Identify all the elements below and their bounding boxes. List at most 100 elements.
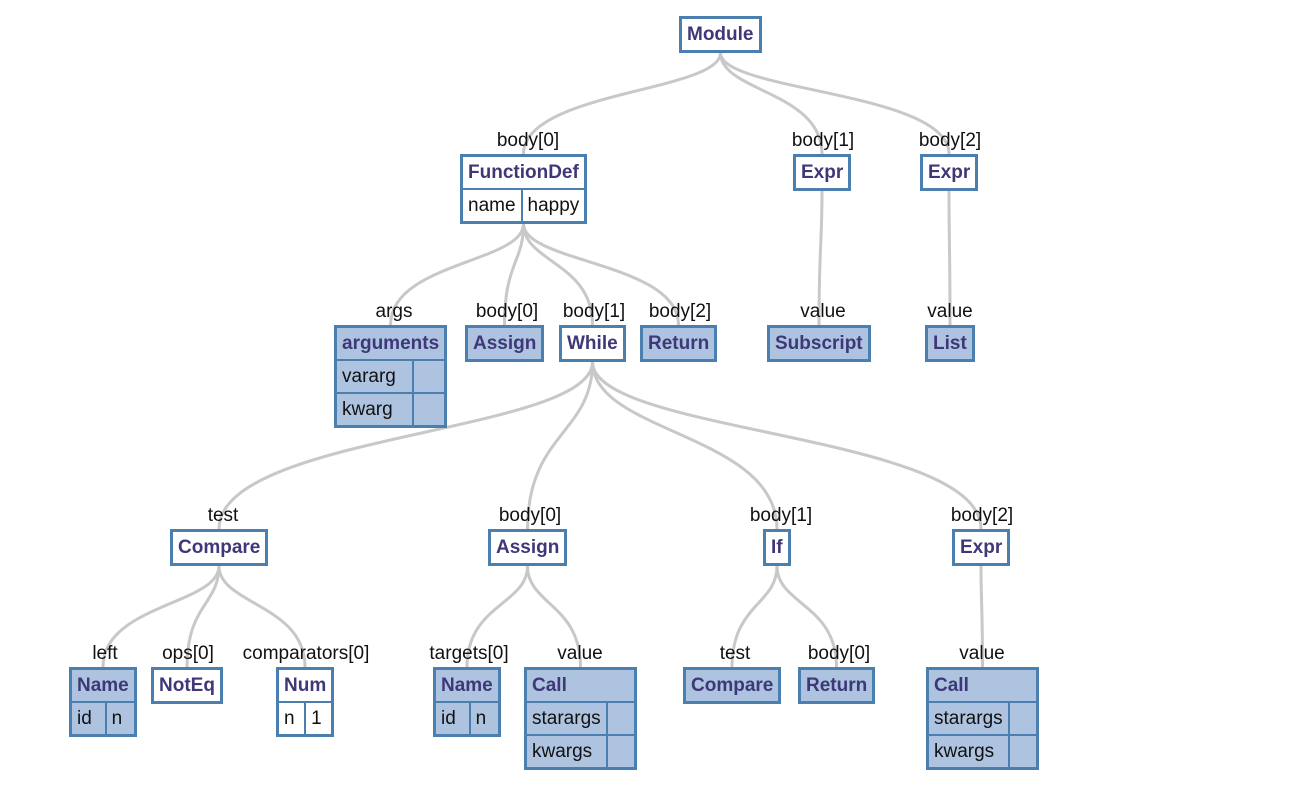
node-type: Module [679, 16, 761, 53]
edge-expr1-subscript [817, 190, 824, 326]
edge-label: test [719, 643, 751, 664]
edge-compare-name1 [101, 565, 221, 668]
field-key: kwarg [334, 392, 414, 428]
node-type: Return [640, 325, 717, 362]
field-key: starargs [524, 701, 608, 736]
node-name: Name id n [433, 667, 501, 737]
node-return: Return [798, 667, 876, 704]
field-value [411, 359, 447, 394]
node-call: Call starargs kwargs [524, 667, 637, 770]
field-value [411, 392, 447, 428]
edge-label: body[1] [791, 130, 855, 151]
node-if: If [763, 529, 791, 566]
field-key: n [276, 701, 307, 737]
edge-label: body[1] [749, 505, 813, 526]
edge-expr3-call2 [979, 565, 984, 668]
field-key: kwargs [524, 734, 608, 770]
node-arguments: arguments vararg kwarg [334, 325, 448, 428]
node-module: Module [679, 16, 762, 53]
edge-label: value [927, 301, 973, 322]
node-type: Expr [952, 529, 1010, 566]
edge-expr2-list [947, 190, 952, 326]
node-return: Return [640, 325, 718, 362]
edge-while-compare [217, 361, 594, 530]
node-type: Num [276, 667, 334, 703]
node-type: Expr [793, 154, 851, 191]
edge-label: left [92, 643, 118, 664]
node-while: While [559, 325, 626, 362]
node-type: Name [69, 667, 137, 703]
node-type: If [763, 529, 791, 566]
node-compare: Compare [683, 667, 782, 704]
edge-while-if [591, 361, 779, 530]
node-expr: Expr [952, 529, 1011, 566]
edge-module-funcdef [522, 52, 722, 155]
node-type: Assign [465, 325, 544, 362]
node-type: FunctionDef [460, 154, 587, 190]
edge-label: body[0] [807, 643, 871, 664]
node-type: List [925, 325, 975, 362]
node-assign: Assign [465, 325, 545, 362]
edge-module-expr2 [719, 52, 951, 155]
node-functiondef: FunctionDef name happy [460, 154, 588, 224]
node-subscript: Subscript [767, 325, 871, 362]
field-value: happy [520, 188, 587, 224]
node-expr: Expr [793, 154, 852, 191]
edge-funcdef-assign0 [503, 223, 525, 326]
field-key: starargs [926, 701, 1010, 736]
node-expr: Expr [920, 154, 979, 191]
node-type: Return [798, 667, 875, 704]
node-type: Compare [170, 529, 268, 566]
edge-compare-num [217, 565, 307, 668]
field-key: vararg [334, 359, 414, 394]
field-value [605, 734, 637, 770]
node-type: While [559, 325, 626, 362]
node-list: List [925, 325, 975, 362]
field-value [605, 701, 637, 736]
edge-compare-noteq [185, 565, 221, 668]
node-assign: Assign [488, 529, 568, 566]
edge-label: targets[0] [429, 643, 509, 664]
node-type: Assign [488, 529, 567, 566]
node-name: Name id n [69, 667, 137, 737]
edge-if-return1 [775, 565, 838, 668]
edge-funcdef-while [522, 223, 594, 326]
edge-label: comparators[0] [242, 643, 370, 664]
field-key: name [460, 188, 523, 224]
edge-label: body[2] [918, 130, 982, 151]
edge-label: body[1] [562, 301, 626, 322]
edge-label: args [375, 301, 413, 322]
field-value [1007, 701, 1039, 736]
edge-funcdef-return0 [522, 223, 680, 326]
edge-label: body[0] [498, 505, 562, 526]
edge-assign1-name2 [465, 565, 529, 668]
node-num: Num n 1 [276, 667, 335, 737]
node-type: Subscript [767, 325, 871, 362]
edge-while-assign1 [526, 361, 594, 530]
edge-label: body[0] [496, 130, 560, 151]
edge-label: value [557, 643, 603, 664]
node-type: Expr [920, 154, 978, 191]
node-noteq: NotEq [151, 667, 223, 704]
node-type: NotEq [151, 667, 223, 704]
node-type: Call [524, 667, 637, 703]
field-key: id [433, 701, 471, 737]
edge-label: body[0] [475, 301, 539, 322]
edge-while-expr3 [591, 361, 983, 530]
field-value: n [104, 701, 137, 737]
field-value: n [468, 701, 501, 737]
node-type: Name [433, 667, 501, 703]
edge-label: value [959, 643, 1005, 664]
edge-assign1-call1 [526, 565, 582, 668]
edge-label: body[2] [950, 505, 1014, 526]
field-value [1007, 734, 1039, 770]
node-compare: Compare [170, 529, 269, 566]
edge-label: ops[0] [162, 643, 214, 664]
edge-module-expr1 [719, 52, 824, 155]
node-type: Call [926, 667, 1039, 703]
edge-label: body[2] [648, 301, 712, 322]
edge-label: value [800, 301, 846, 322]
field-key: id [69, 701, 107, 737]
field-value: 1 [304, 701, 334, 737]
